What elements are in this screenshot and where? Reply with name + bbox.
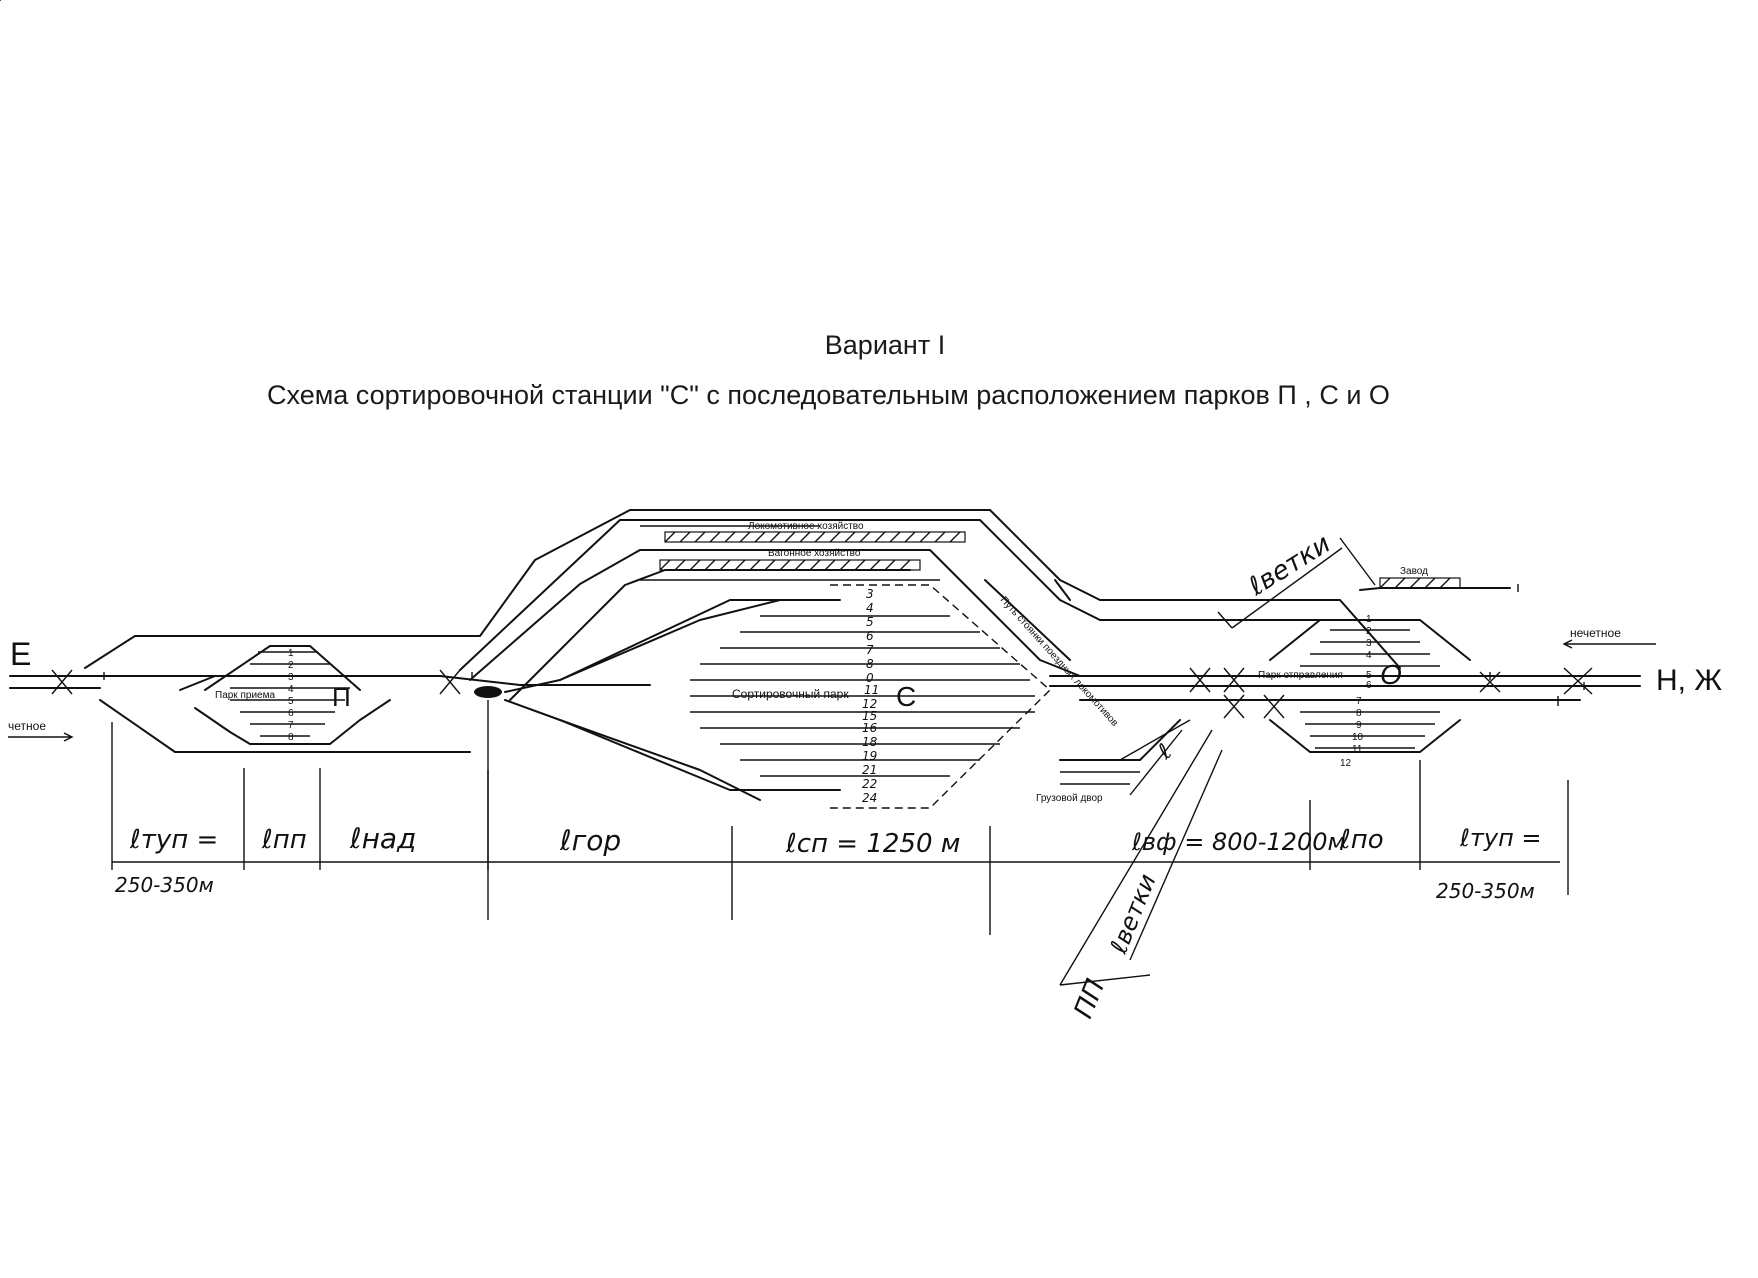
receiving-track-8: 8: [288, 732, 294, 743]
sorting-track-24: 24: [862, 791, 877, 805]
receiving-park: 1 2 3 4 5 6 7 8 Парк приема П: [84, 509, 1401, 753]
receiving-park-letter: П: [332, 682, 351, 712]
sorting-track-22: 22: [862, 777, 877, 791]
sorting-track-6: 6: [866, 629, 874, 643]
odd-direction-label: нечетное: [1570, 626, 1621, 640]
sorting-track-3: 3: [866, 587, 874, 601]
sorting-track-12: 12: [862, 697, 877, 711]
l-pp: ℓпп: [261, 825, 307, 855]
l-vf: ℓвф = 800-1200м: [1131, 828, 1346, 856]
departure-track-9: 9: [1356, 720, 1362, 731]
loco-facility-label: Локомотивное хозяйство: [748, 521, 864, 532]
sorting-track-18: 18: [862, 735, 878, 749]
sorting-track-16: 16: [862, 721, 878, 735]
departure-track-3: 3: [1366, 638, 1372, 649]
receiving-track-7: 7: [288, 720, 294, 731]
main-tracks: [9, 667, 1641, 719]
sorting-track-21: 21: [862, 763, 877, 777]
odd-direction-arrow: [1562, 639, 1656, 649]
loco-track-label: Путь стоянки поездных локомотивов: [998, 595, 1120, 729]
stub-ends: [103, 584, 1585, 706]
sorting-track-4: 4: [866, 601, 874, 615]
sorting-park: 3 4 5 6 7 8 0 11 12 15 16 18 19 21 22 24…: [559, 584, 1052, 809]
l-sp: ℓсп = 1250 м: [785, 829, 960, 859]
hump: [474, 599, 781, 920]
sorting-track-0: 0: [866, 671, 874, 685]
l-tup-right: ℓтуп =: [1459, 824, 1542, 852]
even-direction-label: четное: [8, 719, 46, 733]
factory-label: Завод: [1400, 566, 1428, 577]
sorting-track-19: 19: [862, 749, 877, 763]
departure-track-6: 6: [1366, 680, 1372, 691]
l-tup-right-value: 250-350м: [1436, 879, 1535, 903]
sorting-park-label: Сортировочный парк: [732, 687, 849, 701]
sorting-track-5: 5: [866, 615, 874, 629]
l-gor: ℓгор: [559, 824, 621, 857]
receiving-park-label: Парк приема: [215, 690, 275, 701]
pp-label: ПП: [1069, 975, 1111, 1022]
sorting-track-8: 8: [866, 657, 874, 671]
departure-track-12: 12: [1340, 758, 1352, 769]
l-tup-left: ℓтуп =: [129, 825, 218, 855]
even-direction-arrow: [8, 732, 74, 742]
receiving-track-4: 4: [288, 684, 294, 695]
sorting-track-15: 15: [862, 709, 877, 723]
l-po: ℓпо: [1339, 825, 1384, 855]
freight-yard-label: Грузовой двор: [1036, 793, 1103, 804]
departure-track-2: 2: [1366, 626, 1372, 637]
wagon-facility-label: Вагонное хозяйство: [768, 548, 861, 559]
branch-dimension-bottom: ℓветки ℓ ПП: [0, 0, 1223, 1023]
departure-park: 1 2 3 4 5 6 7 8 9 10 11 12 Парк отправле…: [1258, 614, 1471, 769]
receiving-track-3: 3: [288, 672, 294, 683]
l-nad: ℓнад: [349, 822, 416, 855]
sorting-park-letter: С: [896, 681, 916, 712]
factory: Завод: [1359, 566, 1511, 591]
departure-track-4: 4: [1366, 650, 1372, 661]
sorting-track-7: 7: [866, 643, 874, 657]
departure-track-11: 11: [1352, 744, 1363, 755]
left-station-label: Е: [10, 636, 31, 672]
sorting-track-11: 11: [864, 683, 879, 697]
diagram-title: Схема сортировочной станции "С" с послед…: [267, 380, 1390, 410]
departure-track-10: 10: [1352, 732, 1364, 743]
receiving-track-2: 2: [288, 660, 294, 671]
receiving-track-6: 6: [288, 708, 294, 719]
departure-track-8: 8: [1356, 708, 1362, 719]
departure-track-5: 5: [1366, 670, 1372, 681]
departure-park-label: Парк отправления: [1258, 670, 1343, 681]
l-vetki-top: ℓветки: [1243, 529, 1336, 603]
l-vetki-bottom: ℓветки: [1104, 870, 1161, 958]
variant-title: Вариант I: [825, 330, 945, 360]
departure-track-1: 1: [1366, 614, 1372, 625]
departure-park-letter: О: [1380, 659, 1402, 690]
right-station-label: Н, Ж: [1656, 664, 1722, 697]
freight-yard: Грузовой двор: [1036, 719, 1181, 804]
departure-track-7: 7: [1356, 696, 1362, 707]
receiving-track-5: 5: [288, 696, 294, 707]
dimension-lines: [111, 722, 1569, 935]
receiving-track-1: 1: [288, 648, 294, 659]
l-tup-left-value: 250-350м: [115, 873, 214, 897]
